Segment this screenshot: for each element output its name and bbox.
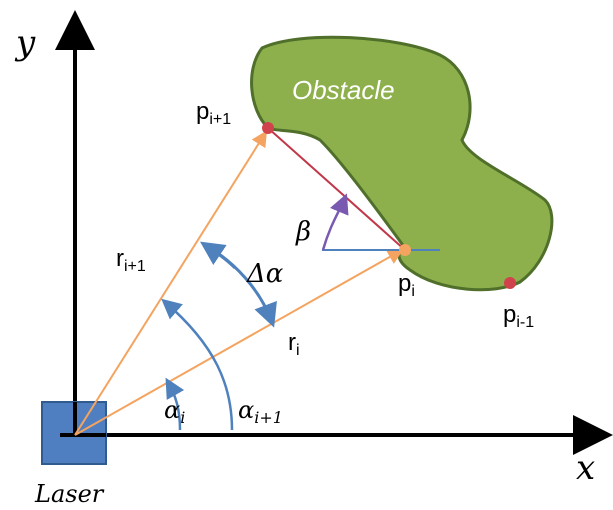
p-i-label: pi xyxy=(398,270,415,300)
ray-r-i-plus-1 xyxy=(74,130,268,436)
beta-label: β xyxy=(295,217,311,247)
delta-alpha-label: Δα xyxy=(246,259,284,289)
laser-label: Laser xyxy=(34,480,105,508)
alpha-i-label: αi xyxy=(164,396,185,427)
r-i-plus-1-label: ri+1 xyxy=(116,245,146,275)
point-p-i xyxy=(399,244,411,256)
alpha-i-arc xyxy=(165,377,185,431)
alpha-i-plus-1-arc xyxy=(161,298,234,431)
r-i-label: ri xyxy=(288,329,300,359)
beta-arc xyxy=(321,193,349,251)
point-p-i-plus-1 xyxy=(262,122,274,134)
segment-p-i-to-p-i-plus-1 xyxy=(267,127,406,251)
ray-r-i xyxy=(74,249,404,436)
alpha-i-plus-1-label: αi+1 xyxy=(238,396,283,427)
point-p-i-minus-1 xyxy=(504,277,516,289)
p-i-minus-1-label: pi-1 xyxy=(503,301,534,331)
obstacle-label: Obstacle xyxy=(292,75,395,105)
y-axis-label: y xyxy=(14,23,36,63)
p-i-plus-1-label: pi+1 xyxy=(196,98,231,128)
delta-alpha-arc-back xyxy=(200,241,237,270)
x-axis-label: x xyxy=(576,448,595,488)
